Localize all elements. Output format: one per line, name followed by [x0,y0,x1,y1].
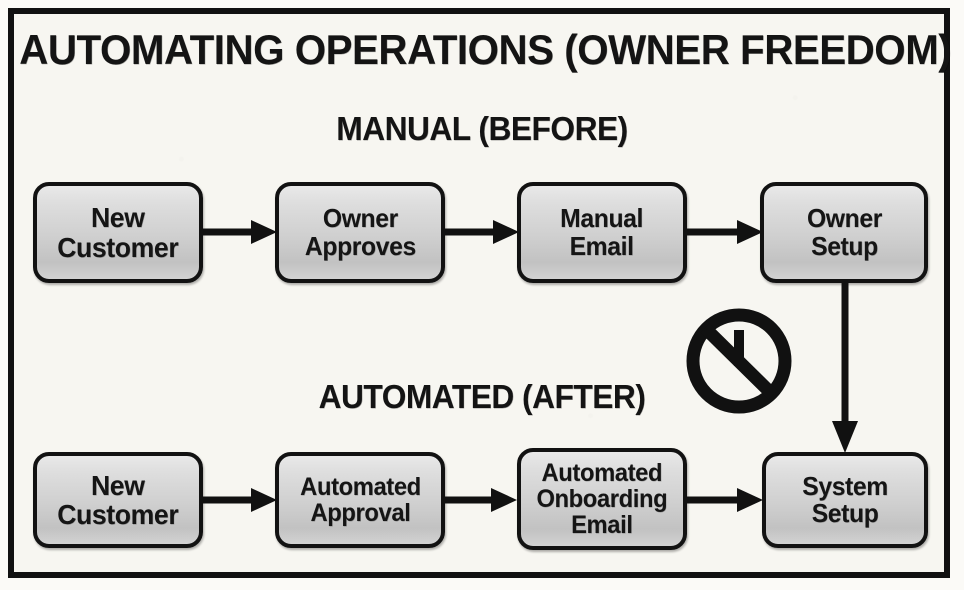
node-automated-approval[interactable]: Automated Approval [275,452,445,548]
arrow-automated-3 [687,488,763,512]
arrow-manual-1 [203,220,277,244]
node-manual-owner-approves[interactable]: Owner Approves [275,182,445,283]
section-heading-manual: MANUAL (BEFORE) [336,110,628,147]
node-automated-system-setup[interactable]: System Setup [762,452,928,548]
node-label: Automated Approval [299,473,421,527]
arrow-automated-1 [203,488,277,512]
section-heading-automated: AUTOMATED (AFTER) [318,378,646,415]
arrow-owner-setup-to-system-setup [832,281,858,453]
page-title: AUTOMATING OPERATIONS (OWNER FREEDOM) [19,26,952,73]
no-clock-icon [686,308,792,414]
node-label: Manual Email [560,203,644,261]
arrow-automated-2 [445,488,517,512]
node-manual-owner-setup[interactable]: Owner Setup [760,182,928,283]
node-label: Owner Approves [304,203,416,261]
node-label: New Customer [57,202,179,263]
node-manual-manual-email[interactable]: Manual Email [517,182,687,283]
node-automated-new-customer[interactable]: New Customer [33,452,203,548]
node-label: Automated Onboarding Email [536,459,668,539]
arrow-manual-3 [687,220,763,244]
arrow-manual-2 [445,220,519,244]
node-automated-onboarding-email[interactable]: Automated Onboarding Email [517,448,687,550]
node-manual-new-customer[interactable]: New Customer [33,182,203,283]
node-label: New Customer [57,469,179,530]
node-label: Owner Setup [806,203,882,261]
node-label: System Setup [802,470,888,528]
